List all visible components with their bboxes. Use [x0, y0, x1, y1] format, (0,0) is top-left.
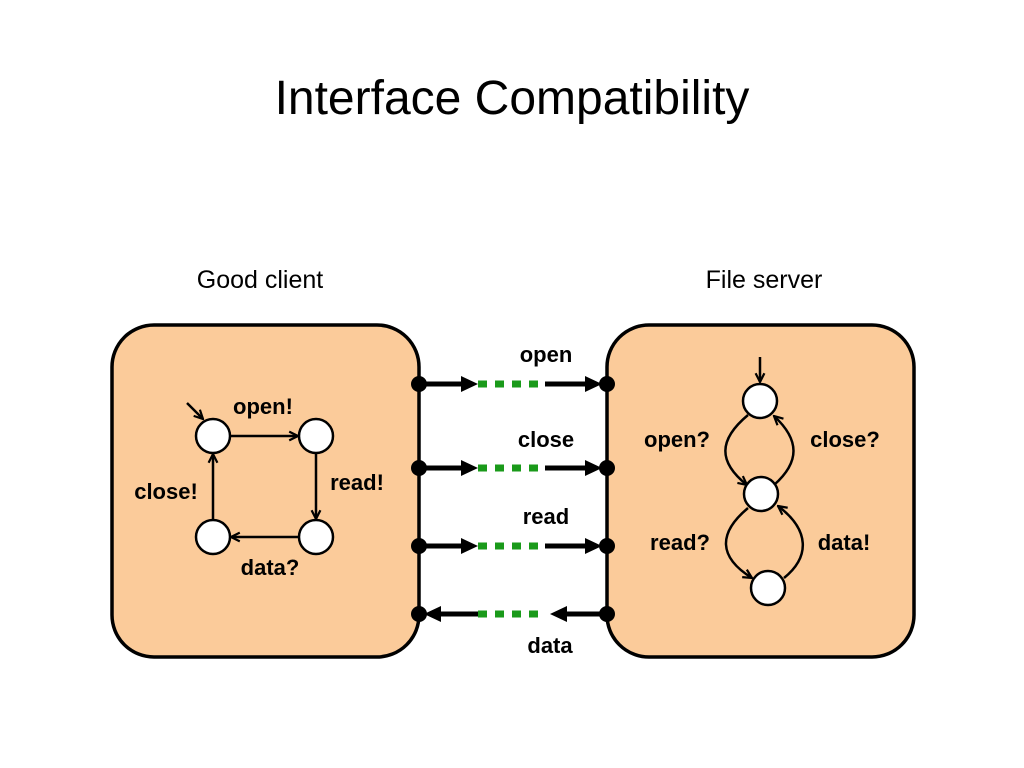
server-edge-close [774, 416, 795, 486]
server-state-idle [741, 382, 779, 420]
channel-data [411, 606, 615, 622]
server-label-data: data! [818, 530, 871, 555]
client-port-close [411, 460, 427, 476]
client-state-opened [297, 417, 335, 455]
client-port-open [411, 376, 427, 392]
client-initial-arrow [186, 402, 203, 419]
channel-open-left-arrowhead [461, 376, 478, 392]
channel-open-right-arrowhead [585, 376, 602, 392]
server-edge-data [778, 506, 805, 579]
server-edge-open [724, 414, 748, 485]
client-label-read: read! [330, 470, 384, 495]
client-caption: Good client [197, 266, 324, 294]
server-port-open [599, 376, 615, 392]
server-port-read [599, 538, 615, 554]
client-state-reading [297, 518, 335, 556]
channel-read-left-arrowhead [461, 538, 478, 554]
client-label-data: data? [241, 555, 300, 580]
server-state-open [742, 475, 780, 513]
channel-data-left-arrowhead [424, 606, 441, 622]
server-port-close [599, 460, 615, 476]
client-state-received [194, 518, 232, 556]
client-state-initial [194, 417, 232, 455]
server-port-data [599, 606, 615, 622]
client-label-open: open! [233, 394, 293, 419]
slide-title: Interface Compatibility [275, 72, 750, 125]
server-label-close: close? [810, 427, 880, 452]
channel-open [411, 376, 615, 392]
channel-label-open: open [520, 342, 573, 367]
server-caption: File server [706, 266, 823, 294]
channel-label-close: close [518, 427, 574, 452]
client-port-read [411, 538, 427, 554]
channel-close-left-arrowhead [461, 460, 478, 476]
channel-label-read: read [523, 504, 569, 529]
channel-read-right-arrowhead [585, 538, 602, 554]
server-label-open: open? [644, 427, 710, 452]
channel-label-data: data [527, 633, 573, 658]
client-automaton [186, 402, 335, 556]
channel-close [411, 460, 615, 476]
client-port-data [411, 606, 427, 622]
channel-close-right-arrowhead [585, 460, 602, 476]
server-edge-read [724, 507, 752, 578]
channel-read [411, 538, 615, 554]
client-box [110, 323, 421, 659]
client-label-close: close! [134, 479, 198, 504]
server-state-reading [749, 569, 787, 607]
server-automaton [724, 357, 805, 607]
server-label-read: read? [650, 530, 710, 555]
channel-data-right-arrowhead [550, 606, 567, 622]
